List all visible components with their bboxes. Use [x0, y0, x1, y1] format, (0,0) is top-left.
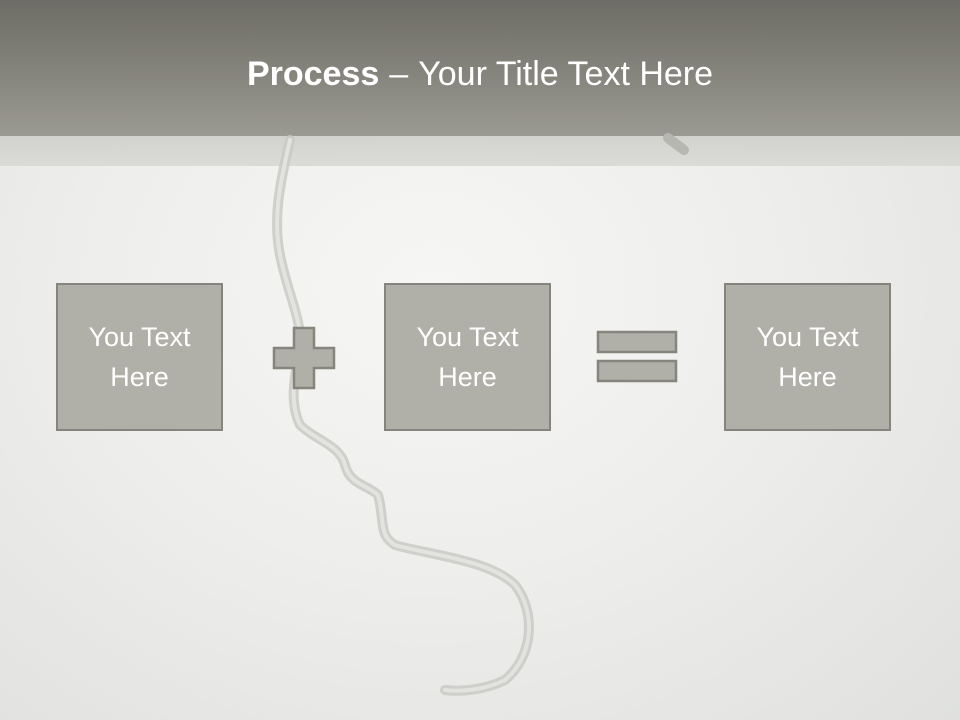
- equals-icon: [596, 330, 678, 383]
- process-box-3: You Text Here: [724, 283, 891, 431]
- process-box-2-text: You Text Here: [416, 322, 519, 392]
- process-box-3-text: You Text Here: [756, 322, 859, 392]
- title-rest: Your Title Text Here: [418, 55, 714, 93]
- page-title: Process–Your Title Text Here: [0, 52, 960, 96]
- process-box-1-text: You Text Here: [88, 322, 191, 392]
- process-box-1: You Text Here: [56, 283, 223, 431]
- title-bold: Process: [246, 55, 380, 93]
- title-shadow-band: [0, 136, 960, 166]
- title-bar: [0, 0, 960, 136]
- process-box-2: You Text Here: [384, 283, 551, 431]
- title-separator: –: [389, 55, 409, 93]
- plus-icon: [272, 326, 336, 390]
